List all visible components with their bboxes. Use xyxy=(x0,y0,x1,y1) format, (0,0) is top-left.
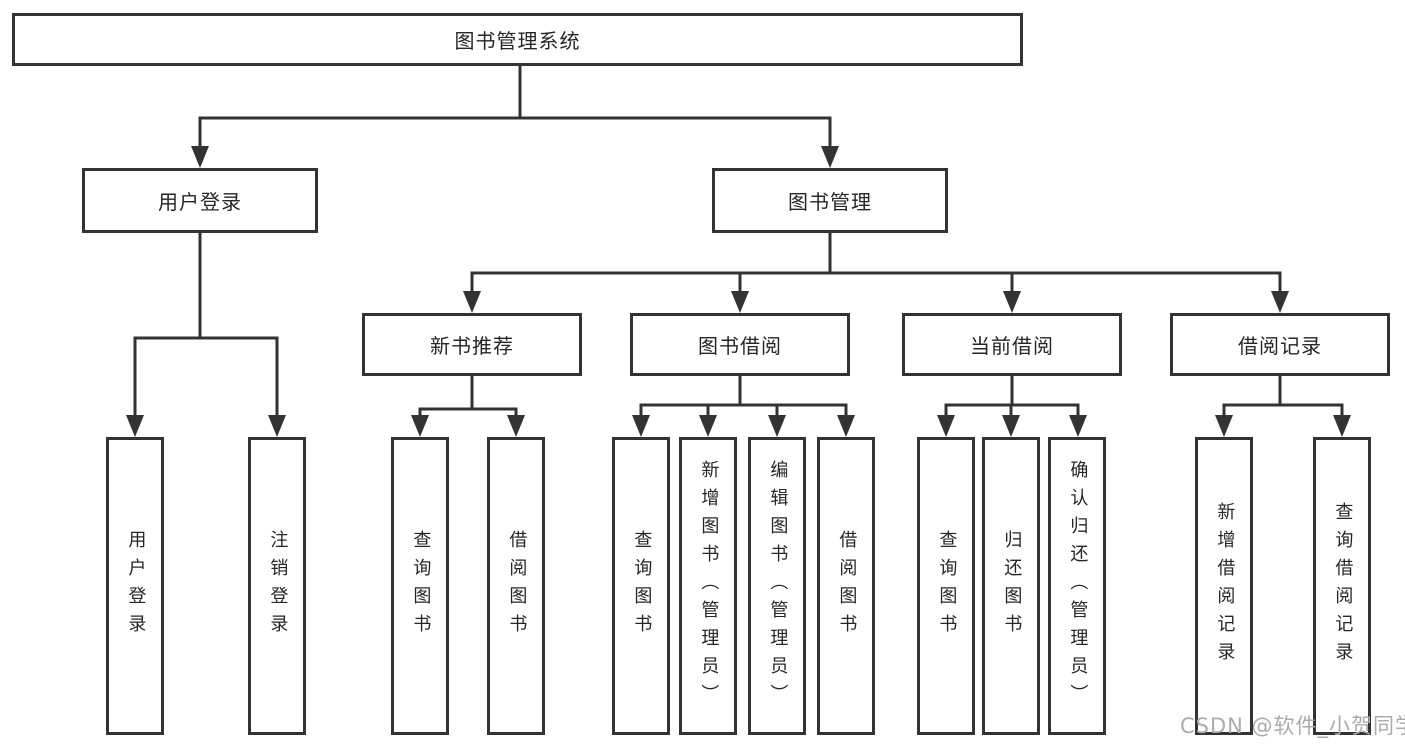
node-current-borrow: 当前借阅 xyxy=(902,313,1122,376)
leaf-query-books-recommend: 查询图书 xyxy=(391,437,449,735)
node-label: 当前借阅 xyxy=(970,334,1054,358)
connector-borrow-record-to-leaves xyxy=(1215,372,1351,437)
node-label: 查询图书 xyxy=(410,530,432,642)
connector-root-to-level2 xyxy=(191,62,839,168)
node-label: 新书推荐 xyxy=(430,334,514,358)
node-label: 借阅图书 xyxy=(506,530,528,642)
leaf-return-books: 归还图书 xyxy=(982,437,1040,735)
leaf-borrow-books: 借阅图书 xyxy=(817,437,875,735)
csdn-watermark: CSDN @软件_小贺同学 xyxy=(1180,714,1405,738)
node-label: 查询图书 xyxy=(936,530,958,642)
leaf-logout: 注销登录 xyxy=(248,437,306,735)
leaf-query-borrow-record: 查询借阅记录 xyxy=(1313,437,1371,735)
leaf-add-books-admin: 新增图书（管理员） xyxy=(679,437,737,735)
node-label: 借阅图书 xyxy=(836,530,858,642)
node-label: 用户登录 xyxy=(125,530,147,642)
node-book-borrow: 图书借阅 xyxy=(630,313,850,376)
node-label: 新增借阅记录 xyxy=(1214,502,1236,670)
connector-user-login-to-leaves xyxy=(126,229,286,437)
connector-new-book-to-leaves xyxy=(411,372,525,437)
leaf-user-login: 用户登录 xyxy=(106,437,164,735)
node-label: 用户登录 xyxy=(158,190,242,214)
node-new-book-recommend: 新书推荐 xyxy=(362,313,582,376)
node-label: 借阅记录 xyxy=(1238,334,1322,358)
leaf-add-borrow-record: 新增借阅记录 xyxy=(1195,437,1253,735)
node-library-system-root: 图书管理系统 xyxy=(12,13,1023,66)
leaf-confirm-return-admin: 确认归还（管理员） xyxy=(1048,437,1106,735)
node-book-management: 图书管理 xyxy=(712,168,948,233)
node-label: 编辑图书（管理员） xyxy=(767,460,789,712)
node-label: 查询图书 xyxy=(631,530,653,642)
connector-current-borrow-to-leaves xyxy=(937,372,1087,437)
node-user-login: 用户登录 xyxy=(82,168,318,233)
connector-book-management-to-level3 xyxy=(463,229,1289,313)
node-label: 图书管理 xyxy=(788,190,872,214)
leaf-edit-books-admin: 编辑图书（管理员） xyxy=(748,437,806,735)
node-label: 新增图书（管理员） xyxy=(698,460,720,712)
node-label: 查询借阅记录 xyxy=(1332,502,1354,670)
connector-book-borrow-to-leaves xyxy=(632,372,855,437)
leaf-query-books-current: 查询图书 xyxy=(917,437,975,735)
node-label: 注销登录 xyxy=(267,530,289,642)
node-label: 图书借阅 xyxy=(698,334,782,358)
leaf-query-books-borrow: 查询图书 xyxy=(612,437,670,735)
node-label: 归还图书 xyxy=(1001,530,1023,642)
leaf-borrow-books-recommend: 借阅图书 xyxy=(487,437,545,735)
node-borrow-record: 借阅记录 xyxy=(1170,313,1390,376)
node-label: 图书管理系统 xyxy=(454,29,581,53)
node-label: 确认归还（管理员） xyxy=(1067,460,1089,712)
